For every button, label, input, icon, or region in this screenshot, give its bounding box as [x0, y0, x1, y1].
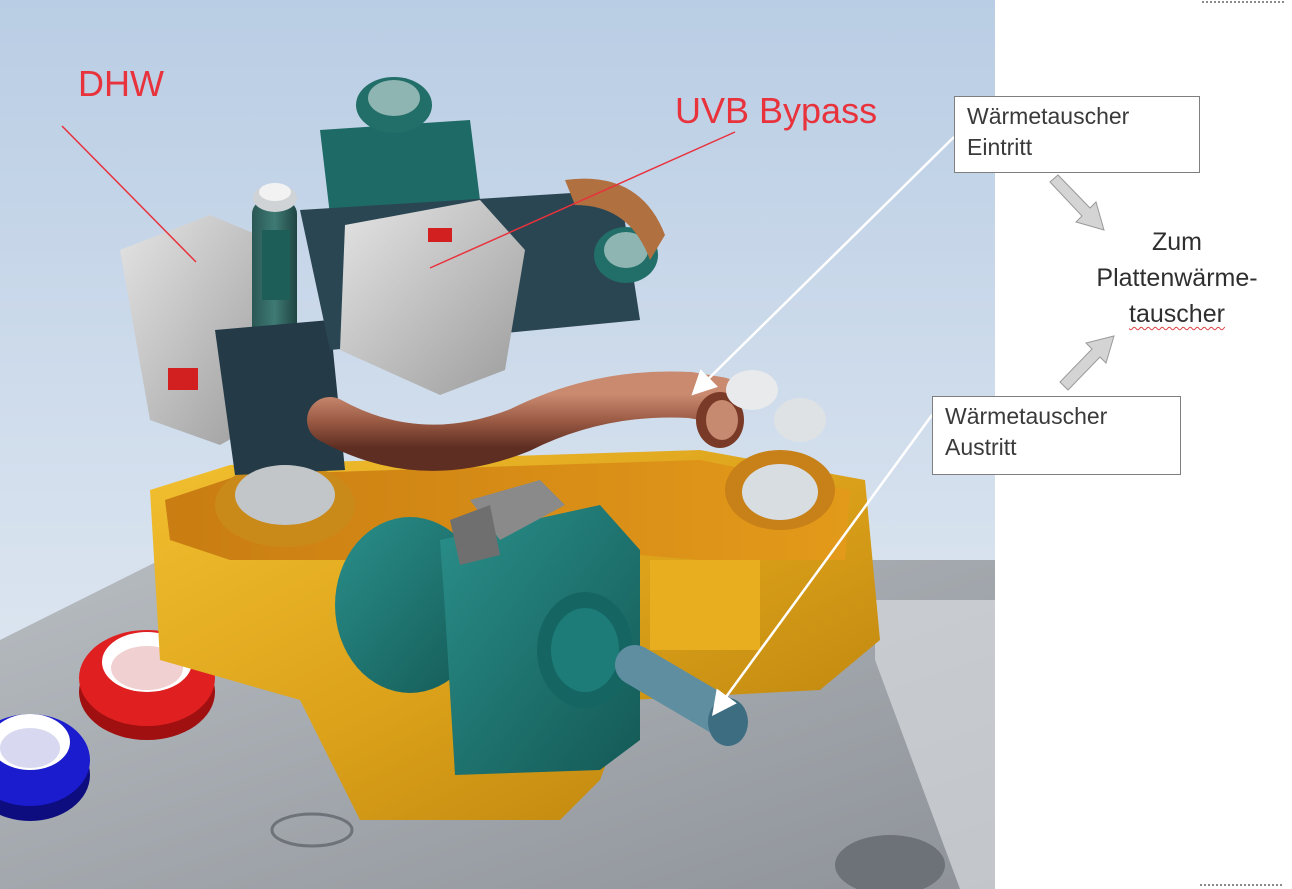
inlet-callout-line2: Eintritt [967, 134, 1033, 160]
target-text: Zum Plattenwärme- tauscher [1072, 224, 1282, 332]
outlet-callout-line2: Austritt [945, 434, 1017, 460]
outlet-pipe [615, 645, 740, 735]
target-line3: tauscher [1129, 300, 1225, 328]
uvb-leader-line [429, 131, 736, 269]
outlet-callout: Wärmetauscher Austritt [932, 396, 1181, 475]
bypass-pipe [307, 371, 743, 471]
floor-hole-small [270, 812, 354, 848]
circulation-pump [335, 480, 640, 775]
inlet-callout-line1: Wärmetauscher [967, 103, 1130, 129]
dhw-label: DHW [78, 63, 164, 104]
outlet-callout-line1: Wärmetauscher [945, 403, 1108, 429]
grey-arrow-up [1059, 335, 1115, 391]
dotted-mark-bottom [1200, 884, 1282, 886]
hydraulic-unit-render [0, 0, 995, 889]
red-nut [79, 630, 215, 740]
dotted-mark-top [1202, 1, 1284, 3]
target-line1: Zum [1152, 228, 1202, 256]
floor-hole [835, 835, 945, 889]
blue-nut [0, 714, 90, 821]
inlet-callout: Wärmetauscher Eintritt [954, 96, 1200, 173]
grey-arrow-down [1049, 174, 1105, 231]
uvb-bypass-label: UVB Bypass [675, 90, 878, 131]
bypass-actuator [340, 200, 525, 395]
valve-stem [262, 230, 290, 300]
target-line2: Plattenwärme- [1096, 264, 1258, 292]
dhw-leader-line [61, 125, 197, 263]
